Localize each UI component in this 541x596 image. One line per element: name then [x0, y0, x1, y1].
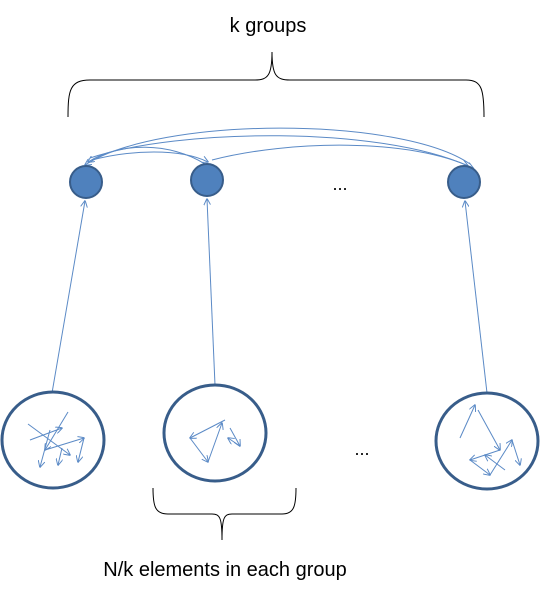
top-brace — [67, 51, 485, 118]
top-ellipsis: ... — [332, 174, 347, 194]
arc-leader2-to-leaderk — [211, 144, 473, 168]
arc-leader2-to-leader1 — [88, 146, 206, 165]
link-groupk-to-leaderk — [465, 201, 488, 394]
group-circle-2 — [162, 383, 268, 483]
bottom-brace — [152, 487, 297, 541]
link-group2-to-leader2 — [207, 199, 216, 386]
bottom-ellipsis: ... — [354, 439, 369, 459]
arc-leaderk-to-leader1 — [85, 127, 471, 165]
top-label: k groups — [230, 15, 307, 37]
leader-node-k — [447, 165, 481, 199]
group-2-elements — [190, 419, 240, 462]
leader-node-1 — [69, 165, 103, 199]
group-circle-k — [434, 391, 540, 491]
arc-leader1-to-leader2 — [91, 151, 208, 162]
group-1-elements — [27, 411, 84, 467]
leader-node-2 — [190, 163, 224, 197]
group-circle-1 — [0, 390, 106, 490]
arc-leader1-to-leaderk — [89, 135, 468, 166]
link-group1-to-leader1 — [51, 201, 85, 394]
bottom-label: N/k elements in each group — [103, 559, 346, 581]
group-k-elements — [459, 405, 520, 475]
